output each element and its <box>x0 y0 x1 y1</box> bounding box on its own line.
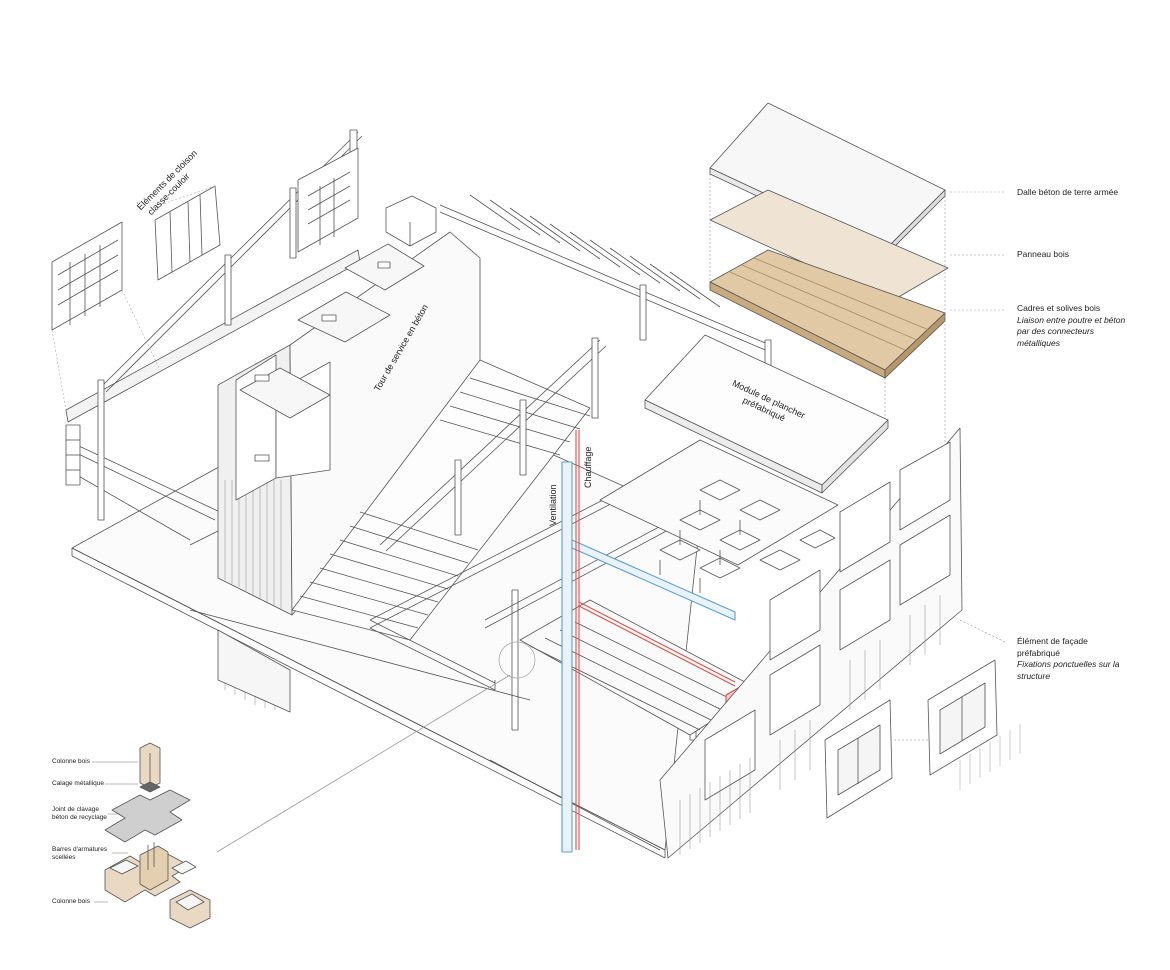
roof-beams <box>439 194 772 371</box>
facade <box>659 427 963 859</box>
detail-label-rebars-line-1: Barres d'armatures <box>52 846 108 853</box>
detail-label-shim: Calage métallique <box>52 780 105 787</box>
label-wood-frames-title: Cadres et solives bois <box>1017 303 1101 313</box>
label-wood-panel: Panneau bois <box>1017 249 1069 261</box>
label-wood-panel-text: Panneau bois <box>1017 249 1069 259</box>
label-ventilation: Ventilation <box>548 484 558 526</box>
label-concrete-slab: Dalle béton de terre armée <box>1017 187 1118 199</box>
label-wood-frames-note-2: par des connecteurs <box>1017 326 1095 336</box>
label-wood-frames: Cadres et solives bois Liaison entre pou… <box>1017 303 1125 349</box>
detail-label-joint: Joint de clavage béton de recyclage <box>52 806 107 822</box>
label-wood-frames-note-1: Liaison entre poutre et béton <box>1017 314 1126 325</box>
label-concrete-slab-text: Dalle béton de terre armée <box>1017 187 1119 197</box>
label-facade-note-1: Fixations ponctuelles sur la <box>1017 659 1120 669</box>
detail-label-column-top: Colonne bois <box>52 758 90 765</box>
detail-label-joint-line-1: Joint de clavage <box>52 806 99 813</box>
wood-joists-layer <box>709 249 946 379</box>
label-facade-title-1: Élément de façade <box>1017 636 1088 646</box>
label-facade-title-2: préfabriqué <box>1017 647 1061 658</box>
facade-elements <box>824 659 1021 819</box>
detail-label-joint-line-2: béton de recyclage <box>52 814 107 821</box>
detail-label-rebars-line-2: scellées <box>52 854 76 861</box>
partition-elements <box>51 147 359 331</box>
classroom <box>599 439 839 593</box>
service-tower <box>217 195 481 713</box>
column-joint-detail <box>104 742 211 929</box>
label-facade: Élément de façade préfabriqué Fixations … <box>1017 636 1120 682</box>
label-facade-note-2: structure <box>1017 670 1051 681</box>
prefab-floor-module <box>644 334 889 494</box>
detail-label-column-bottom: Colonne bois <box>52 898 90 905</box>
label-wood-frames-note-3: métalliques <box>1017 337 1060 348</box>
ventilation-duct <box>561 461 736 853</box>
label-heating: Chauffage <box>583 446 593 488</box>
detail-label-rebars: Barres d'armatures scellées <box>52 846 107 862</box>
